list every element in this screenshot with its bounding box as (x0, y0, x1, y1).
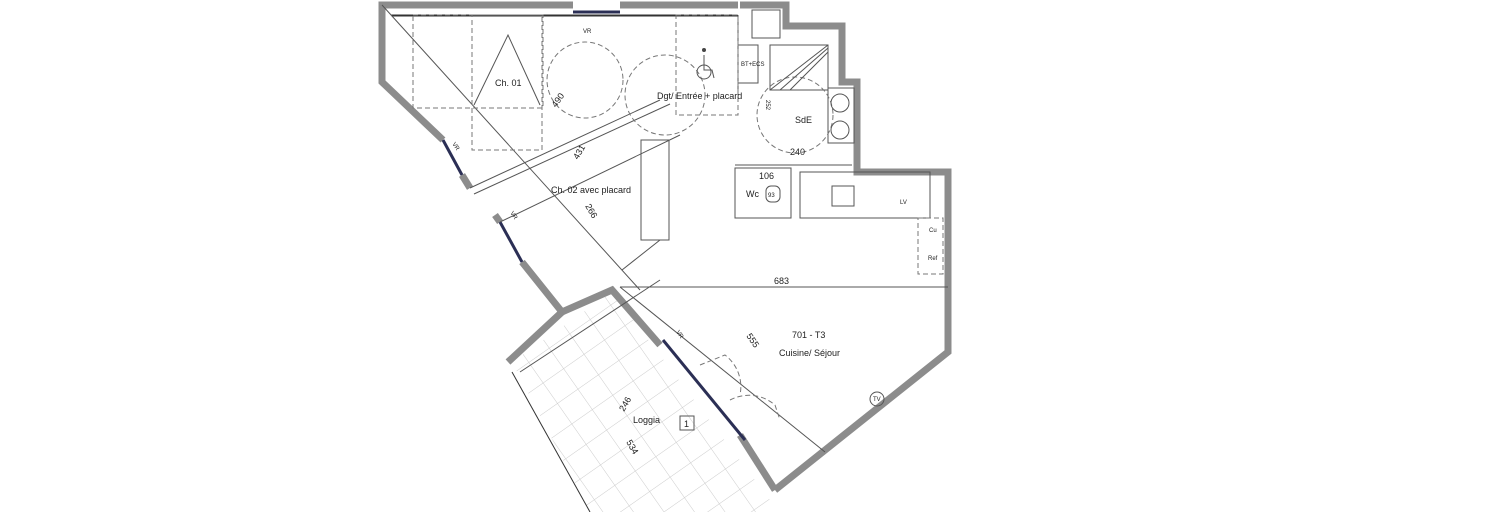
dimension-93: 93 (768, 193, 775, 199)
tv-outlet-icon (869, 391, 885, 407)
wc-bowl (765, 185, 781, 203)
windows (441, 10, 747, 441)
unit-label: 701 - T3 (792, 330, 825, 340)
dimension-106: 106 (759, 171, 774, 181)
fixture-vr-2: VR (450, 142, 460, 153)
fixture-lv: LV (900, 200, 907, 206)
loggia-tag-box (679, 415, 695, 431)
room-label-bathroom: SdE (795, 115, 812, 125)
dimension-683: 683 (774, 276, 789, 286)
room-label-bedroom2: Ch. 02 avec placard (551, 185, 631, 195)
wheelchair-icon (696, 48, 715, 80)
dimension-240: 240 (790, 147, 805, 157)
room-label-hall: Dgt/ Entrée + placard (657, 91, 742, 101)
room-label-loggia: Loggia (633, 415, 660, 425)
dimension-266: 266 (583, 202, 599, 220)
room-label-wc: Wc (746, 189, 759, 199)
loggia-tag: 1 (684, 419, 689, 429)
fixture-cu: Cu (929, 228, 937, 234)
interior-walls (381, 4, 948, 453)
dimension-555: 555 (744, 331, 761, 349)
shower-tray (769, 44, 829, 91)
fixture-tv: TV (873, 397, 881, 403)
fixture-vr: VR (583, 29, 592, 35)
room-label-living: Cuisine/ Séjour (779, 348, 840, 358)
dimension-490: 490 (549, 91, 566, 109)
fixture-bt-ecs: BT+ECS (741, 62, 765, 68)
dimension-252: 252 (764, 100, 770, 111)
fixture-vr-4: VR (674, 330, 684, 341)
exterior-walls (378, 1, 952, 512)
fixture-vr-3: VR (508, 211, 518, 222)
dimension-431: 431 (571, 143, 587, 161)
washbasins (830, 93, 850, 140)
room-label-bedroom1: Ch. 01 (495, 78, 522, 88)
furniture-outlines (412, 14, 944, 421)
fixture-ref: Ref (928, 256, 938, 262)
loggia-floor-grid (512, 292, 770, 512)
